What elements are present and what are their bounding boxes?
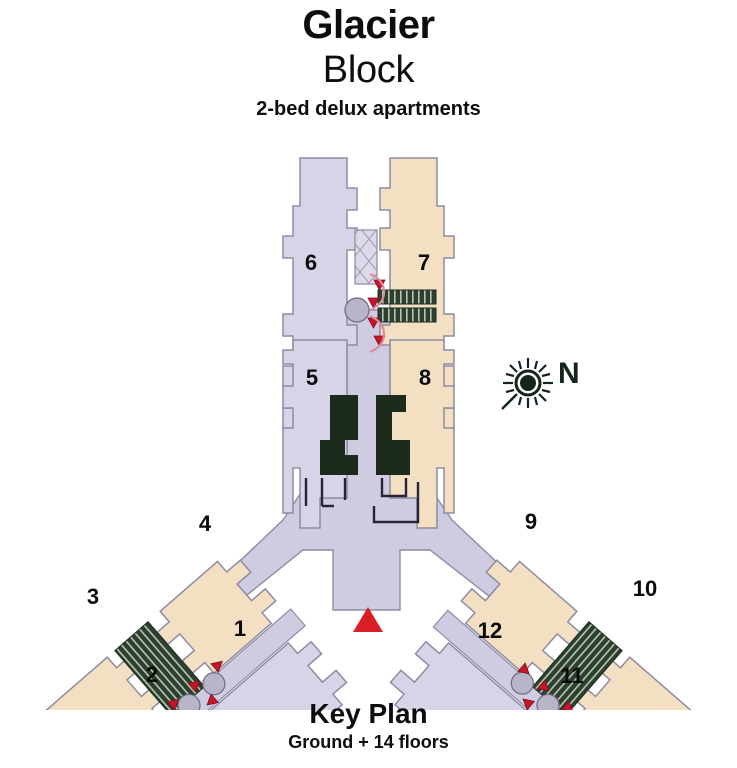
north-core: [344, 229, 437, 354]
south-east-core: [510, 621, 623, 710]
key-plan-subtitle: Ground + 14 floors: [288, 732, 449, 752]
unit-5-shape[interactable]: [282, 339, 348, 529]
unit-1-shape[interactable]: [186, 631, 356, 710]
floor-plan-drawing: [0, 140, 737, 710]
compass-rose: N: [500, 355, 596, 411]
page-title: Glacier: [302, 3, 435, 47]
floor-plan-svg: [41, 157, 696, 710]
north-wall-details: [304, 478, 420, 524]
unit-12-shape[interactable]: [381, 631, 551, 710]
south-west-core: [114, 621, 226, 710]
compass-rose-icon: [501, 358, 553, 410]
page-subtitle: Block: [322, 49, 415, 91]
red-triangle-viewpoint-marker: [353, 607, 383, 632]
page-footer: Key Plan Ground + 14 floors: [0, 698, 737, 754]
north-service-cores: [320, 395, 410, 475]
south-west-wing: [41, 550, 356, 710]
unit-4-shape[interactable]: [148, 550, 285, 684]
south-east-wing: [381, 559, 696, 710]
key-plan-title: Key Plan: [309, 698, 428, 729]
compass-north-label: N: [558, 357, 580, 390]
page-header: Glacier Block 2-bed delux apartments: [0, 0, 737, 122]
page-description: 2-bed delux apartments: [256, 98, 481, 120]
